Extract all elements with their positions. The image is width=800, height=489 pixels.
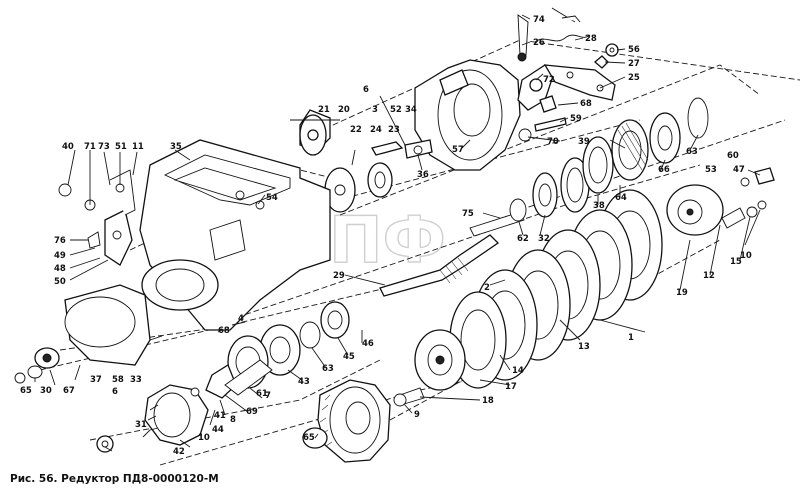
label-23: 23 [388,125,400,135]
label-34: 34 [405,105,417,115]
label-30: 30 [40,386,52,396]
label-19: 19 [676,288,688,298]
label-17: 17 [505,382,517,392]
leader-lines [34,14,761,452]
label-1: 1 [628,333,634,343]
label-71: 71 [84,142,96,152]
callout-labels: 74 26 28 56 27 25 72 6 21 20 3 52 34 68 … [20,15,752,457]
label-41: 41 [214,411,226,421]
label-40: 40 [62,142,74,152]
label-10a: 10 [740,251,752,261]
label-31: 31 [135,420,147,430]
label-32: 32 [538,234,550,244]
label-6: 6 [363,85,369,95]
label-61: 61 [256,389,268,399]
label-6b: 6 [112,387,118,397]
label-39: 39 [578,137,590,147]
label-53: 53 [705,165,717,175]
label-12: 12 [703,271,715,281]
label-66: 66 [658,165,670,175]
label-28: 28 [585,34,597,44]
label-25: 25 [628,73,640,83]
label-54: 54 [266,193,278,203]
label-15: 15 [730,257,742,267]
label-27: 27 [628,59,640,69]
label-47: 47 [733,165,745,175]
label-3: 3 [372,105,378,115]
label-74: 74 [533,15,545,25]
label-26: 26 [533,38,545,48]
label-7: 7 [265,391,271,401]
label-33: 33 [130,375,142,385]
label-73: 73 [98,142,110,152]
label-46: 46 [362,339,374,349]
label-48: 48 [54,264,66,274]
label-43: 43 [298,377,310,387]
label-65b: 65 [303,433,315,443]
label-2: 2 [484,283,490,293]
label-76: 76 [54,236,66,246]
figure-caption: Рис. 56. Редуктор ПД8-0000120-М [10,473,219,485]
label-13: 13 [578,342,590,352]
label-36: 36 [417,170,429,180]
label-68b: 68 [218,326,230,336]
label-35: 35 [170,142,182,152]
label-51: 51 [115,142,127,152]
label-72: 72 [543,75,555,85]
label-45: 45 [343,352,355,362]
label-24: 24 [370,125,382,135]
shaft-and-clutch-pack [379,97,775,391]
label-21: 21 [318,105,330,115]
label-38: 38 [593,201,605,211]
gearbox-housing [14,139,331,384]
label-63a: 63 [686,147,698,157]
label-10b: 10 [198,433,210,443]
label-56: 56 [628,45,640,55]
label-52: 52 [390,105,402,115]
label-75: 75 [462,209,474,219]
label-68a: 68 [580,99,592,109]
label-4: 4 [238,314,244,324]
label-42: 42 [173,447,185,457]
label-49: 49 [54,251,66,261]
label-18: 18 [482,396,494,406]
label-70: 70 [547,137,559,147]
label-58: 58 [112,375,124,385]
label-8: 8 [230,415,236,425]
label-22: 22 [350,125,362,135]
label-67: 67 [63,386,75,396]
label-9: 9 [414,410,420,420]
label-60: 60 [727,151,739,161]
label-50: 50 [54,277,66,287]
label-63b: 63 [322,364,334,374]
label-14: 14 [512,366,524,376]
gear-train [96,301,425,463]
label-64: 64 [615,193,627,203]
label-44: 44 [212,425,224,435]
label-65a: 65 [20,386,32,396]
control-lever-assembly [290,7,619,213]
label-20: 20 [338,105,350,115]
label-62: 62 [517,234,529,244]
label-57: 57 [452,145,464,155]
label-11: 11 [132,142,144,152]
label-69: 69 [246,407,258,417]
label-37: 37 [90,375,102,385]
label-29: 29 [333,271,345,281]
label-59: 59 [570,114,582,124]
